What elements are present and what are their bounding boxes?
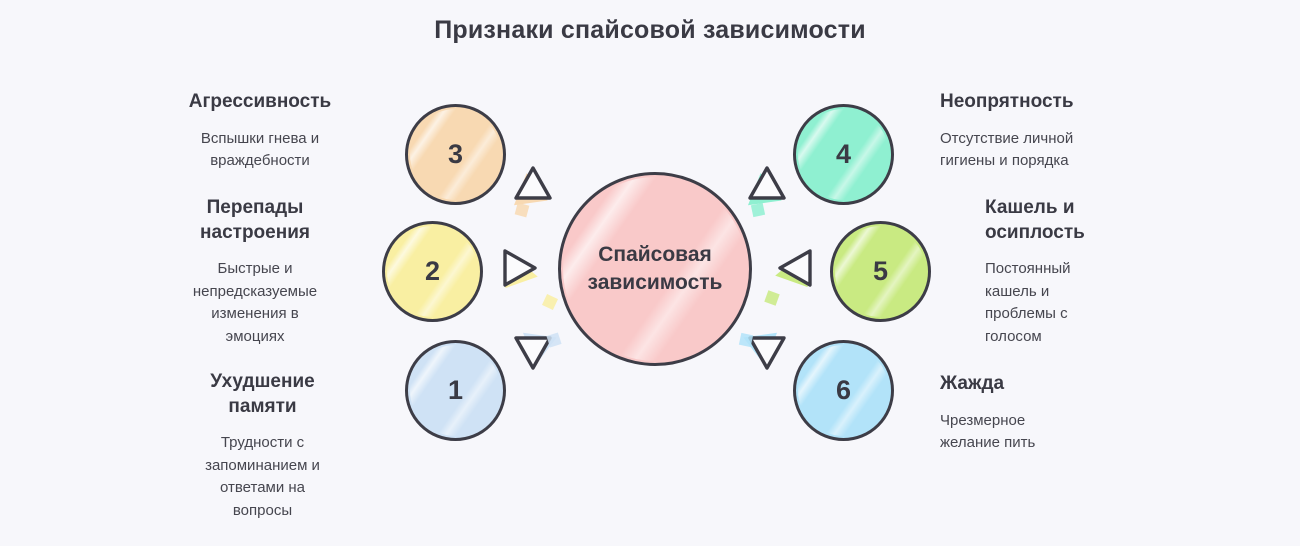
center-circle: Спайсовая зависимость [558,172,752,366]
label-heading: Жажда [940,373,1005,394]
label-heading: Неопрятность [940,91,1074,112]
arrow-up-icon [513,166,552,206]
label-description: Быстрые и непредсказуемые изменения в эм… [192,260,318,345]
circle-node-1-number: 1 [447,375,464,405]
label-description: Чрезмерное желание пить [940,411,1036,452]
circle-node-3: 3 [405,104,506,205]
arrow-left-icon [775,249,812,288]
confetti-speck [514,202,530,218]
label-description: Отсутствие личной гигиены и порядка [940,129,1074,170]
circle-node-2-number: 2 [424,256,441,286]
label-memory-decline: Ухудшение памяти Трудности с запоминание… [165,370,360,522]
label-untidiness: Неопрятность Отсутствие личной гигиены и… [940,90,1155,173]
label-mood-swings: Перепады настроения Быстрые и непредсказ… [145,196,365,348]
confetti-speck [542,294,558,310]
label-thirst: Жажда Чрезмерное желание пить [940,372,1155,455]
confetti-speck [738,332,754,348]
label-description: Трудности с запоминанием и ответами на в… [205,434,320,519]
confetti-speck [764,290,780,306]
label-description: Вспышки гнева и враждебности [200,129,320,170]
label-heading: Кашель и осиплость [985,197,1085,243]
circle-node-5: 5 [830,221,931,322]
circle-node-2: 2 [382,221,483,322]
label-heading: Перепады настроения [200,197,310,243]
arrow-up-icon [747,166,786,206]
center-circle-label: Спайсовая зависимость [587,242,723,294]
label-description: Постоянный кашель и проблемы с голосом [985,260,1071,345]
confetti-speck [546,332,562,348]
arrow-right-icon [503,249,538,289]
label-cough-hoarseness: Кашель и осиплость Постоянный кашель и п… [985,196,1160,348]
circle-node-6: 6 [793,340,894,441]
circle-node-4: 4 [793,104,894,205]
circle-node-1: 1 [405,340,506,441]
circle-node-5-number: 5 [872,256,889,286]
label-heading: Агрессивность [188,91,332,112]
page-title: Признаки спайсовой зависимости [434,16,866,44]
circle-node-4-number: 4 [835,139,852,169]
confetti-speck [750,202,766,218]
circle-node-3-number: 3 [447,139,464,169]
label-heading: Ухудшение памяти [210,371,315,417]
label-aggressiveness: Агрессивность Вспышки гнева и враждебнос… [155,90,365,173]
circle-node-6-number: 6 [835,375,852,405]
